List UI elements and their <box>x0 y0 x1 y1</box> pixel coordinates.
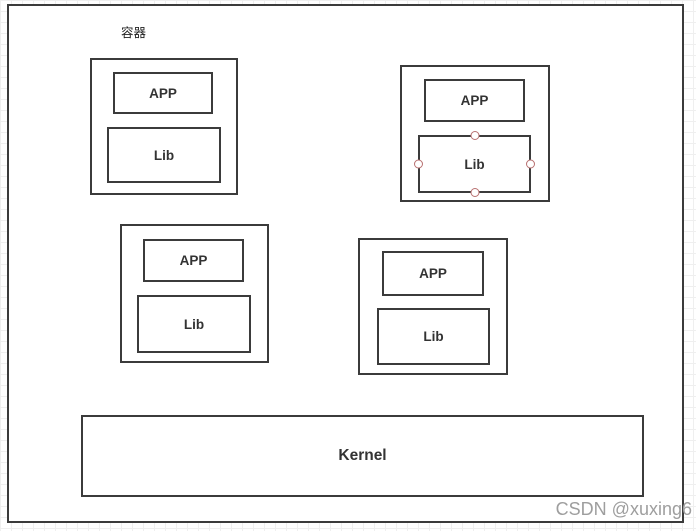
app-label: APP <box>149 85 177 101</box>
connection-handle-right-icon[interactable] <box>526 159 535 169</box>
outer-frame-shape[interactable]: 容器 APP Lib APP Lib <box>7 4 684 523</box>
app-box[interactable]: APP <box>424 79 525 122</box>
kernel-label: Kernel <box>338 447 387 464</box>
lib-box[interactable]: Lib <box>137 295 251 353</box>
app-label: APP <box>460 93 489 108</box>
kernel-box[interactable]: Kernel <box>81 415 644 497</box>
container-shape-top-right[interactable]: APP Lib <box>400 65 550 202</box>
lib-box[interactable]: Lib <box>107 127 221 183</box>
app-box[interactable]: APP <box>382 251 484 296</box>
connection-handle-bottom-icon[interactable] <box>470 188 479 197</box>
container-group-label: 容器 <box>121 26 147 40</box>
app-label: APP <box>179 253 208 268</box>
app-box[interactable]: APP <box>113 72 213 114</box>
app-box[interactable]: APP <box>143 239 244 282</box>
container-shape-middle-left[interactable]: APP Lib <box>120 224 269 363</box>
container-shape-middle-right[interactable]: APP Lib <box>358 238 508 375</box>
csdn-watermark: CSDN @xuxing6 <box>555 499 692 519</box>
lib-box-selected[interactable]: Lib <box>414 131 535 197</box>
app-label: APP <box>419 266 447 281</box>
lib-label: Lib <box>423 329 444 344</box>
connection-handle-left-icon[interactable] <box>414 159 423 169</box>
connection-handle-top-icon[interactable] <box>470 131 479 140</box>
lib-box[interactable]: Lib <box>377 308 490 365</box>
lib-label: Lib <box>464 156 485 172</box>
container-shape-top-left[interactable]: APP Lib <box>90 58 238 195</box>
lib-label: Lib <box>153 147 175 163</box>
lib-label: Lib <box>183 316 205 332</box>
